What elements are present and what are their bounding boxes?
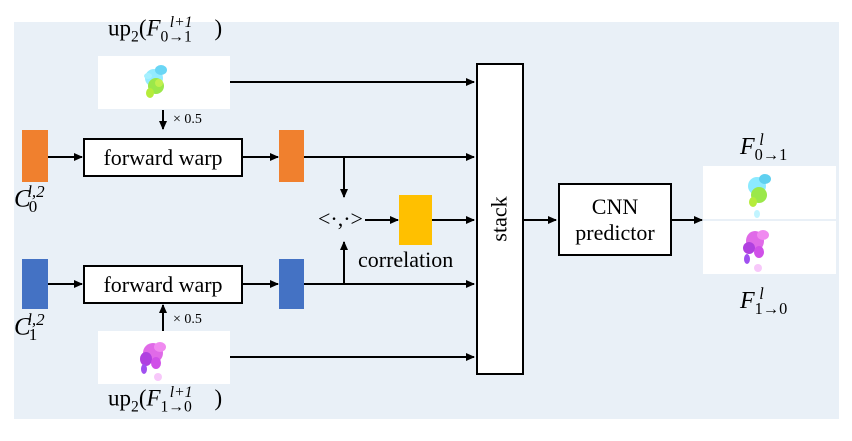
correlation-label: correlation [358,247,454,272]
forward-warp-bottom: forward warp [83,265,243,304]
label-output-f10: F1→0l [740,284,788,318]
feature-block-c1 [22,259,48,309]
label-output-f01: F0→1l [740,130,788,164]
correlation-block [399,195,432,245]
label-c0: C0l,2 [14,182,45,217]
feature-block-c0 [22,130,48,182]
warped-feature-orange [279,130,304,182]
output-flow-image-f10 [703,221,836,274]
flow-blob-bottom-icon [140,342,166,381]
output-flow-blob-f01-icon [748,174,771,218]
output-flow-blob-f10-icon [743,230,769,272]
flow-blob-top-icon [144,65,167,98]
warped-feature-blue [279,259,304,309]
label-c1: C1l,2 [14,310,45,345]
flow-image-top [98,56,230,109]
forward-warp-top: forward warp [83,138,243,177]
output-flow-image-f01 [703,166,836,219]
correlation-operator: <·,·> [318,206,363,231]
label-top-flow: up2(F0→1l+1) [108,14,223,46]
label-bottom-flow: up2(F1→0l+1) [108,384,223,416]
stack-block: stack [476,63,524,375]
cnn-predictor-block: CNN predictor [558,183,672,256]
scale-label-bottom: × 0.5 [173,312,202,327]
flow-image-bottom [98,331,230,384]
scale-label-top: × 0.5 [173,112,202,127]
